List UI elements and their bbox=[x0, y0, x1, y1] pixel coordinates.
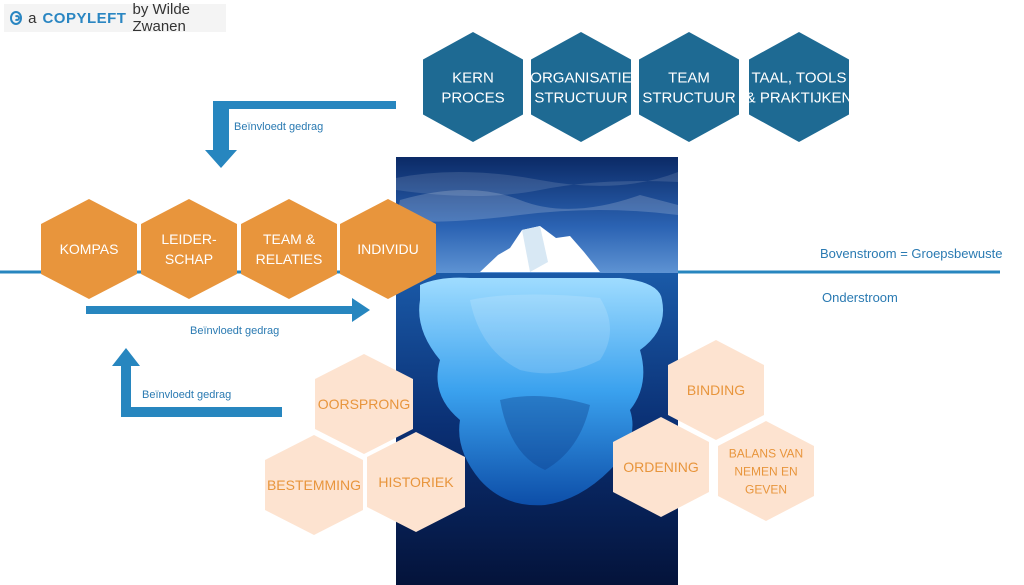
hex-top-1-label: STRUCTUUR bbox=[534, 89, 627, 106]
hex-top-1: ORGANISATIE STRUCTUUR bbox=[530, 32, 632, 142]
hex-peach-right-2-label: GEVEN bbox=[745, 482, 787, 496]
hex-top-2-label: STRUCTUUR bbox=[642, 89, 735, 106]
hex-top-0-label: PROCES bbox=[441, 89, 504, 106]
hex-peach-left-2: HISTORIEK bbox=[367, 432, 465, 532]
hex-orange-2-label: RELATIES bbox=[256, 251, 323, 267]
logo-suffix: by Wilde Zwanen bbox=[132, 1, 191, 35]
hex-top-2-label: TEAM bbox=[668, 69, 710, 86]
label-bovenstroom: Bovenstroom = Groepsbewuste bbox=[820, 246, 1002, 261]
hex-orange-2: TEAM & RELATIES bbox=[241, 199, 337, 299]
hex-top-3-shape bbox=[749, 32, 849, 142]
hex-top-3-label: TAAL, TOOLS bbox=[751, 69, 846, 86]
arrow-label-middle: Beïnvloedt gedrag bbox=[190, 325, 279, 337]
hex-peach-left-1-shape bbox=[265, 435, 363, 535]
hex-peach-left-0-shape bbox=[315, 354, 413, 454]
hex-top-0: KERN PROCES bbox=[423, 32, 523, 142]
hex-orange-2-shape bbox=[241, 199, 337, 299]
hex-peach-right-2-label: BALANS VAN bbox=[729, 446, 803, 460]
hex-orange-1: LEIDER- SCHAP bbox=[141, 199, 237, 299]
hex-peach-left-2-label: HISTORIEK bbox=[378, 474, 454, 490]
hex-top-1-shape bbox=[531, 32, 631, 142]
hex-peach-left-0-label: OORSPRONG bbox=[318, 396, 411, 412]
logo-brand: COPYLEFT bbox=[42, 9, 127, 27]
arrow-label-bottom: Beïnvloedt gedrag bbox=[142, 389, 231, 401]
hex-top-3: TAAL, TOOLS & PRAKTIJKEN bbox=[746, 32, 853, 142]
hex-peach-right-1: ORDENING bbox=[613, 417, 709, 517]
hex-peach-right-2-shape bbox=[718, 421, 814, 521]
hex-peach-right-0-label: BINDING bbox=[687, 382, 745, 398]
hex-peach-right-2-label: NEMEN EN bbox=[734, 464, 797, 478]
hex-peach-left-1: BESTEMMING bbox=[265, 435, 363, 535]
logo-prefix: a bbox=[28, 9, 37, 27]
hex-peach-right-1-shape bbox=[613, 417, 709, 517]
hex-peach-right-0-shape bbox=[668, 340, 764, 440]
arrow-bottom bbox=[112, 348, 282, 417]
hex-orange-3: INDIVIDU bbox=[340, 199, 436, 299]
arrow-middle bbox=[86, 298, 370, 322]
hex-peach-right-0: BINDING bbox=[668, 340, 764, 440]
hex-peach-right-2: BALANS VAN NEMEN EN GEVEN bbox=[718, 421, 814, 521]
hex-orange-0-shape bbox=[41, 199, 137, 299]
copyleft-icon bbox=[10, 11, 23, 25]
hex-top-2: TEAM STRUCTUUR bbox=[639, 32, 739, 142]
hex-peach-right-1-label: ORDENING bbox=[623, 459, 698, 475]
hex-orange-0-label: KOMPAS bbox=[60, 241, 119, 257]
hexagon-layer: KERN PROCES ORGANISATIE STRUCTUUR TEAM STRUCT… bbox=[41, 32, 852, 535]
hex-top-3-label: & PRAKTIJKEN bbox=[746, 89, 853, 106]
hex-top-0-label: KERN bbox=[452, 69, 494, 86]
hex-peach-left-1-label: BESTEMMING bbox=[267, 477, 361, 493]
copyleft-logo: a COPYLEFT by Wilde Zwanen bbox=[4, 1, 226, 35]
label-onderstroom: Onderstroom bbox=[822, 290, 898, 305]
hex-top-1-label: ORGANISATIE bbox=[530, 69, 631, 86]
hex-orange-2-label: TEAM & bbox=[263, 231, 316, 247]
hex-orange-1-label: SCHAP bbox=[165, 251, 213, 267]
hex-top-2-shape bbox=[639, 32, 739, 142]
arrow-label-top: Beïnvloedt gedrag bbox=[234, 121, 323, 133]
arrow-top bbox=[205, 101, 396, 168]
hex-orange-0: KOMPAS bbox=[41, 199, 137, 299]
hex-orange-1-label: LEIDER- bbox=[161, 231, 217, 247]
hex-peach-left-0: OORSPRONG bbox=[315, 354, 413, 454]
iceberg-image bbox=[396, 157, 678, 585]
hex-orange-3-shape bbox=[340, 199, 436, 299]
hex-orange-1-shape bbox=[141, 199, 237, 299]
hex-orange-3-label: INDIVIDU bbox=[357, 241, 418, 257]
hex-peach-left-2-shape bbox=[367, 432, 465, 532]
hex-top-0-shape bbox=[423, 32, 523, 142]
